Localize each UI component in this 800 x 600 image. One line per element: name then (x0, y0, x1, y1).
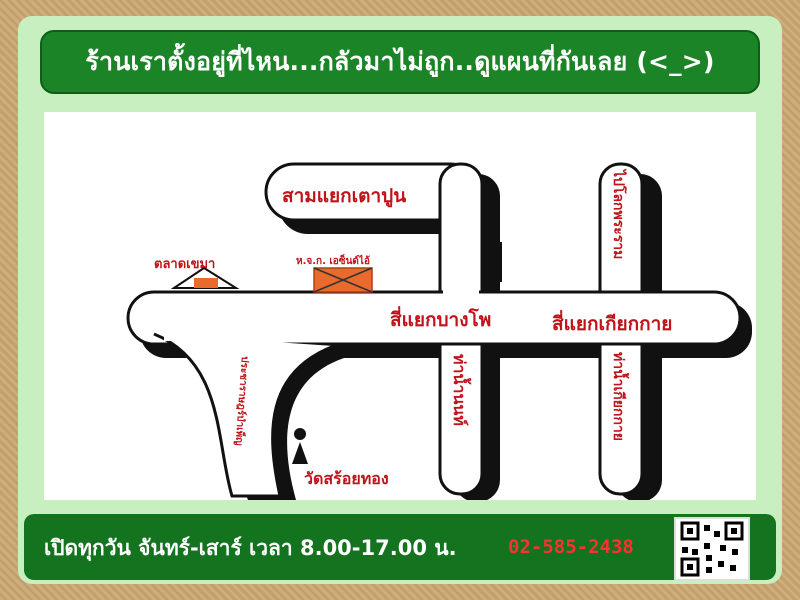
label-shop: ห.จ.ก. เอซ็นด์ไอ้ (296, 253, 370, 267)
label-talat: ตลาดเขมา (154, 257, 215, 272)
shop-cross (313, 267, 373, 293)
label-road-kiak-kai: ท่าน้ำเกียกกาย (610, 352, 630, 441)
opening-hours: เปิดทุกวัน จันทร์-เสาร์ เวลา 8.00-17.00 … (44, 536, 457, 560)
qr-code[interactable] (674, 517, 750, 581)
junction (164, 295, 324, 341)
label-road-top-right: ไปโลกพระราม (610, 168, 628, 259)
label-road-tha-nam: ท่าน้ำนนท์ (450, 354, 472, 426)
junction (443, 216, 479, 294)
temple-icon (292, 428, 308, 464)
phone-number[interactable]: 02-585-2438 (508, 536, 634, 558)
building-shadow (490, 242, 502, 282)
label-kiak-kai: สี่แยกเกียกกาย (552, 310, 672, 335)
map: สามแยกเตาปูน สี่แยกบางโพ สี่แยกเกียกกาย … (44, 112, 756, 502)
label-bang-pho: สี่แยกบางโพ (390, 306, 491, 331)
map-svg: สามแยกเตาปูน สี่แยกบางโพ สี่แยกเกียกกาย … (126, 162, 752, 502)
label-wat: วัดสร้อยทอง (304, 469, 389, 488)
junction (443, 294, 479, 342)
market-building (194, 278, 218, 288)
junction (603, 294, 639, 342)
page-header: ร้านเราตั้งอยู่ที่ไหน...กลัวมาไม่ถูก..ดู… (40, 30, 760, 94)
label-sam-yaek: สามแยกเตาปูน (282, 185, 406, 208)
page-title: ร้านเราตั้งอยู่ที่ไหน...กลัวมาไม่ถูก..ดู… (85, 47, 715, 76)
footer (24, 514, 776, 580)
qr-icon (680, 521, 744, 577)
road-curve (153, 332, 335, 498)
